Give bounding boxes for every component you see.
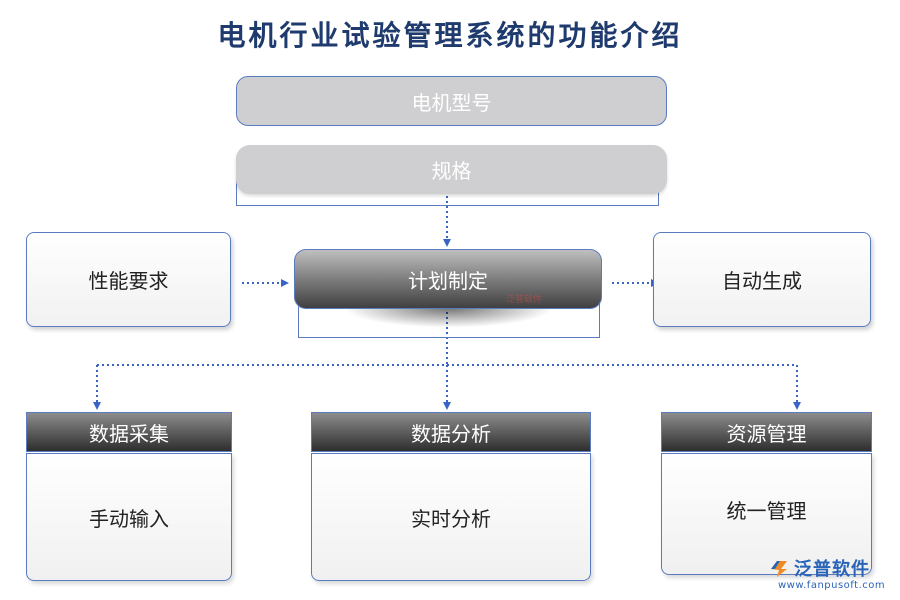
column-header-resource-management: 资源管理: [661, 412, 872, 452]
logo-name: 泛普软件: [794, 559, 870, 580]
plan-box: 计划制定: [294, 249, 602, 309]
column-header-data-analysis: 数据分析: [311, 412, 591, 452]
performance-requirement-box: 性能要求: [26, 232, 231, 327]
motor-model-box: 电机型号: [236, 76, 667, 126]
column-body-unified-management: 统一管理: [661, 453, 872, 575]
brand-logo: 泛普软件: [768, 553, 870, 583]
column-body-manual-input: 手动输入: [26, 453, 232, 581]
logo-url: www.fanpusoft.com: [778, 580, 886, 591]
spec-box: 规格: [236, 145, 667, 194]
watermark-text: 泛普软件: [506, 295, 543, 305]
logo-icon: [771, 561, 787, 577]
diagram-title: 电机行业试验管理系统的功能介绍: [217, 19, 683, 52]
plan-shadow: [300, 308, 598, 336]
plan-frame: [298, 300, 600, 338]
auto-generate-box: 自动生成: [653, 232, 871, 327]
column-header-data-collection: 数据采集: [26, 412, 232, 452]
column-body-realtime-analysis: 实时分析: [311, 453, 591, 581]
